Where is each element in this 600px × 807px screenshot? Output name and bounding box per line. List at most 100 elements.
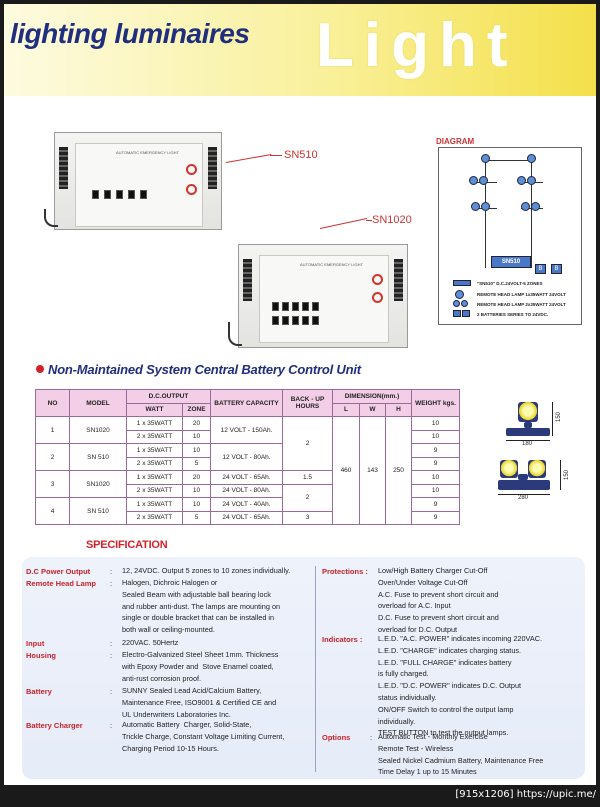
header-dimension: DIMENSION(mm.) <box>332 389 412 404</box>
switch <box>104 190 111 199</box>
single-lamp-icon <box>518 402 538 422</box>
table-row: 3 SN1020 1 x 35WATT 20 24 VOLT - 65Ah. 1… <box>35 470 460 498</box>
lamp-base <box>498 480 550 490</box>
legend-battery-icon <box>453 310 461 317</box>
legend-unit-icon <box>453 280 471 286</box>
spec-heading: SPECIFICATION <box>86 539 168 551</box>
spec-label: Battery Charger <box>26 721 83 730</box>
header-zone: ZONE <box>182 402 211 417</box>
spec-label: Remote Head Lamp <box>26 579 97 588</box>
spec-label: Options <box>322 733 351 742</box>
spec-value: Automatic Battery Charger, Solid-State, … <box>122 720 285 753</box>
callout-line <box>270 155 282 156</box>
diagram-unit: SN510 <box>491 256 531 268</box>
decorative-word: Light <box>316 11 518 80</box>
header-dc-output: D.C.OUTPUT <box>126 389 211 404</box>
spec-panel <box>22 557 585 779</box>
spec-value: SUNNY Sealed Lead Acid/Calcium Battery, … <box>122 686 277 719</box>
lamp-icon <box>527 176 536 185</box>
single-lamp-height: 150 <box>556 411 563 423</box>
table-row: 1 SN1020 1 x 35WATT 20 12 VOLT - 150Ah. … <box>35 416 460 525</box>
sn1020-label: SN1020 <box>372 214 412 226</box>
lamp-icon <box>469 176 478 185</box>
diagram-note: REMOTE HEAD LAMP 1x35WATT 24VOLT <box>477 292 566 297</box>
spec-label: D.C Power Output <box>26 567 91 576</box>
spec-label: Housing <box>26 651 56 660</box>
table-row: 2 SN 510 1 x 35WATT 10 12 VOLT - 80Ah. 9 <box>35 443 460 471</box>
lamp-icon <box>479 176 488 185</box>
spec-label: Input <box>26 639 45 648</box>
twin-lamp-icon <box>528 460 546 478</box>
section-title: Non-Maintained System Central Battery Co… <box>48 362 361 377</box>
header-h: H <box>385 402 412 417</box>
spec-value: Low/High Battery Charger Cut-Off Over/Un… <box>378 566 499 634</box>
spec-value: L.E.D. "A.C. POWER" indicates incoming 2… <box>378 634 543 738</box>
spec-value: 12, 24VDC. Output 5 zones to 10 zones in… <box>122 566 291 575</box>
single-lamp-width: 180 <box>522 441 533 447</box>
switch <box>116 190 123 199</box>
wiring-diagram: SN510 B B "SN510" D.C.24VOLT-5 ZONES REM… <box>438 147 582 325</box>
front-panel: AUTOMATIC EMERGENCY LIGHT <box>75 143 203 227</box>
bullet-icon <box>36 365 44 373</box>
spec-divider <box>315 566 316 772</box>
product-image-sn510: AUTOMATIC EMERGENCY LIGHT <box>54 132 222 230</box>
table-row: 2 x 35WATT 10 24 VOLT - 80Ah. 2 10 <box>36 483 460 512</box>
power-cable <box>228 322 242 346</box>
twin-lamp-width: 280 <box>518 495 529 501</box>
spec-label: Battery <box>26 687 52 696</box>
battery-icon: B <box>551 264 562 274</box>
sn510-label: SN510 <box>284 149 318 161</box>
twin-lamp-height: 150 <box>564 469 571 481</box>
diagram-title: DIAGRAM <box>436 137 475 146</box>
spec-value: 220VAC. 50Hertz <box>122 638 179 647</box>
legend-battery-icon <box>462 310 470 317</box>
twin-lamp-icon <box>500 460 518 478</box>
header-l: L <box>332 402 360 417</box>
lamp-icon <box>481 202 490 211</box>
header-no: NO <box>35 389 70 417</box>
spec-label: Indicators : <box>322 635 363 644</box>
logo-icon <box>186 164 197 175</box>
header-battery: BATTERY CAPACITY <box>210 389 283 417</box>
product-image-sn1020: AUTOMATIC EMERGENCY LIGHT <box>238 244 408 348</box>
callout-line <box>366 220 372 221</box>
spec-value: Electro-Galvanized Steel Sheet 1mm. Thic… <box>122 650 279 683</box>
lamp-icon <box>517 176 526 185</box>
header-banner: lighting luminaires Light <box>4 4 596 96</box>
spec-label: Protections : <box>322 567 368 576</box>
logo-icon <box>372 292 383 303</box>
logo-icon <box>186 184 197 195</box>
lamp-bracket <box>524 422 532 428</box>
diagram-note: "SN510" D.C.24VOLT-5 ZONES <box>477 281 543 286</box>
diagram-note: 2 BATTERIES SERIES TO 24VDC. <box>477 312 549 317</box>
lamp-icon <box>531 202 540 211</box>
vent-left <box>243 259 252 301</box>
front-panel: AUTOMATIC EMERGENCY LIGHT <box>259 255 389 343</box>
spec-value: Automatic Test - Monthly Exercise Remote… <box>378 732 544 777</box>
power-cable <box>44 209 58 227</box>
vent-right <box>394 259 403 301</box>
vent-right <box>208 147 217 189</box>
table-row: 4 SN 510 1 x 35WATT 10 24 VOLT - 40Ah. 9 <box>35 497 460 525</box>
legend-lamp-icon <box>461 300 468 307</box>
header-weight: WEIGHT kgs. <box>411 389 460 417</box>
header-model: MODEL <box>69 389 127 417</box>
table-row: 2 x 35WATT 5 24 VOLT - 65Ah. 3 9 <box>36 510 460 525</box>
watermark: [915x1206] https://upic.me/ <box>455 789 596 800</box>
switch <box>140 190 147 199</box>
logo-icon <box>372 274 383 285</box>
table-row: 2 x 35WATT 10 10 <box>36 429 460 444</box>
callout-line <box>319 218 368 229</box>
spec-table: NO MODEL D.C.OUTPUT BATTERY CAPACITY BAC… <box>35 389 460 525</box>
header-backup: BACK - UP HOURS <box>282 389 333 417</box>
lamp-bracket <box>518 474 528 480</box>
lamp-icon <box>527 154 536 163</box>
legend-lamp-icon <box>453 300 460 307</box>
lamp-icon <box>521 202 530 211</box>
battery-icon: B <box>535 264 546 274</box>
header-watt: WATT <box>126 402 183 417</box>
spec-value: Halogen, Dichroic Halogen or Sealed Beam… <box>122 578 281 635</box>
brochure-page: lighting luminaires Light AUTOMATIC EMER… <box>4 4 596 785</box>
page-title: lighting luminaires <box>10 18 250 49</box>
lamp-icon <box>471 202 480 211</box>
